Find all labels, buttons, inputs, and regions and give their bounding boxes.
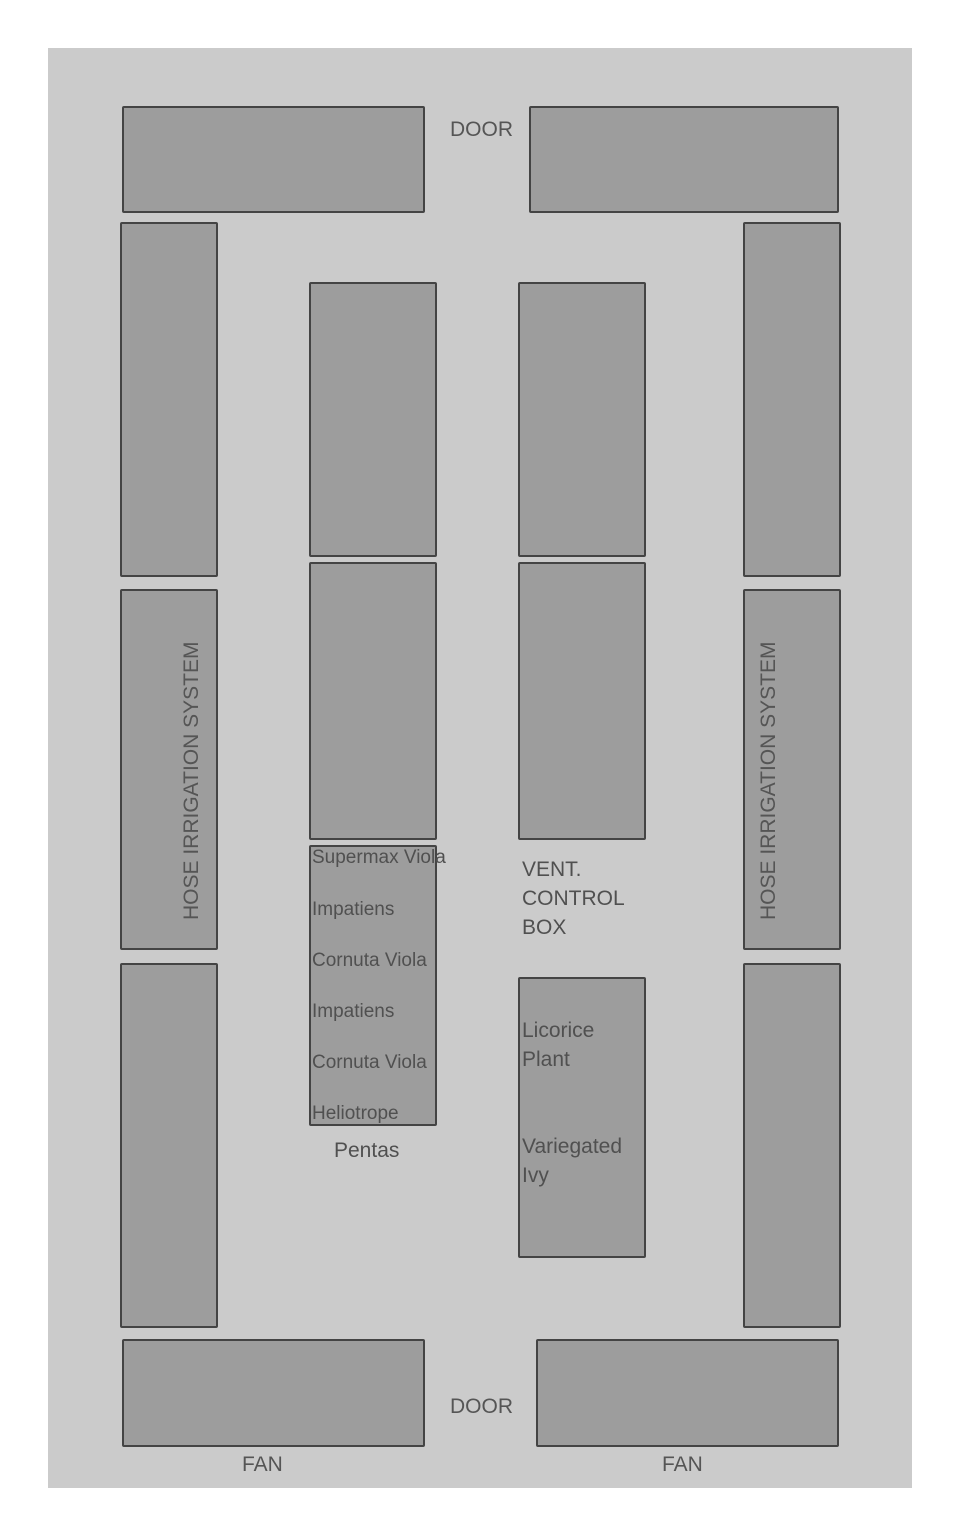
bench-left-3 xyxy=(120,963,218,1328)
bench-center-left-1 xyxy=(309,282,437,557)
bench-center-left-3 xyxy=(309,845,437,1126)
bench-left-1 xyxy=(120,222,218,577)
bench-bottom-left xyxy=(122,1339,425,1447)
plant-label: Licorice Plant xyxy=(522,1019,595,1071)
bench-top-left xyxy=(122,106,425,213)
bench-center-right-1 xyxy=(518,282,646,557)
bench-bottom-right xyxy=(536,1339,839,1447)
vent-control-box-label: VENT. CONTROL BOX xyxy=(522,858,625,939)
plant-label: Supermax Viola xyxy=(312,847,446,868)
bench-right-3 xyxy=(743,963,841,1328)
bench-center-left-2 xyxy=(309,562,437,840)
plant-label: Cornuta Viola xyxy=(312,1052,427,1073)
plant-label: Cornuta Viola xyxy=(312,950,427,971)
door-top-label: DOOR xyxy=(450,118,513,141)
bench-right-2 xyxy=(743,589,841,950)
bench-top-right xyxy=(529,106,839,213)
plant-label: Heliotrope xyxy=(312,1103,399,1124)
hose-irrigation-right-label: HOSE IRRIGATION SYSTEM xyxy=(757,641,780,920)
bench-center-right-2 xyxy=(518,562,646,840)
plant-label: Impatiens xyxy=(312,899,395,920)
fan-left-label: FAN xyxy=(242,1453,283,1476)
door-bottom-label: DOOR xyxy=(450,1395,513,1418)
fan-right-label: FAN xyxy=(662,1453,703,1476)
plant-label: Impatiens xyxy=(312,1001,395,1022)
bench-right-1 xyxy=(743,222,841,577)
plant-label: Variegated Ivy xyxy=(522,1135,623,1187)
pentas-label: Pentas xyxy=(334,1139,400,1162)
bench-left-2 xyxy=(120,589,218,950)
bench-center-right-3 xyxy=(518,977,646,1258)
hose-irrigation-left-label: HOSE IRRIGATION SYSTEM xyxy=(180,641,203,920)
